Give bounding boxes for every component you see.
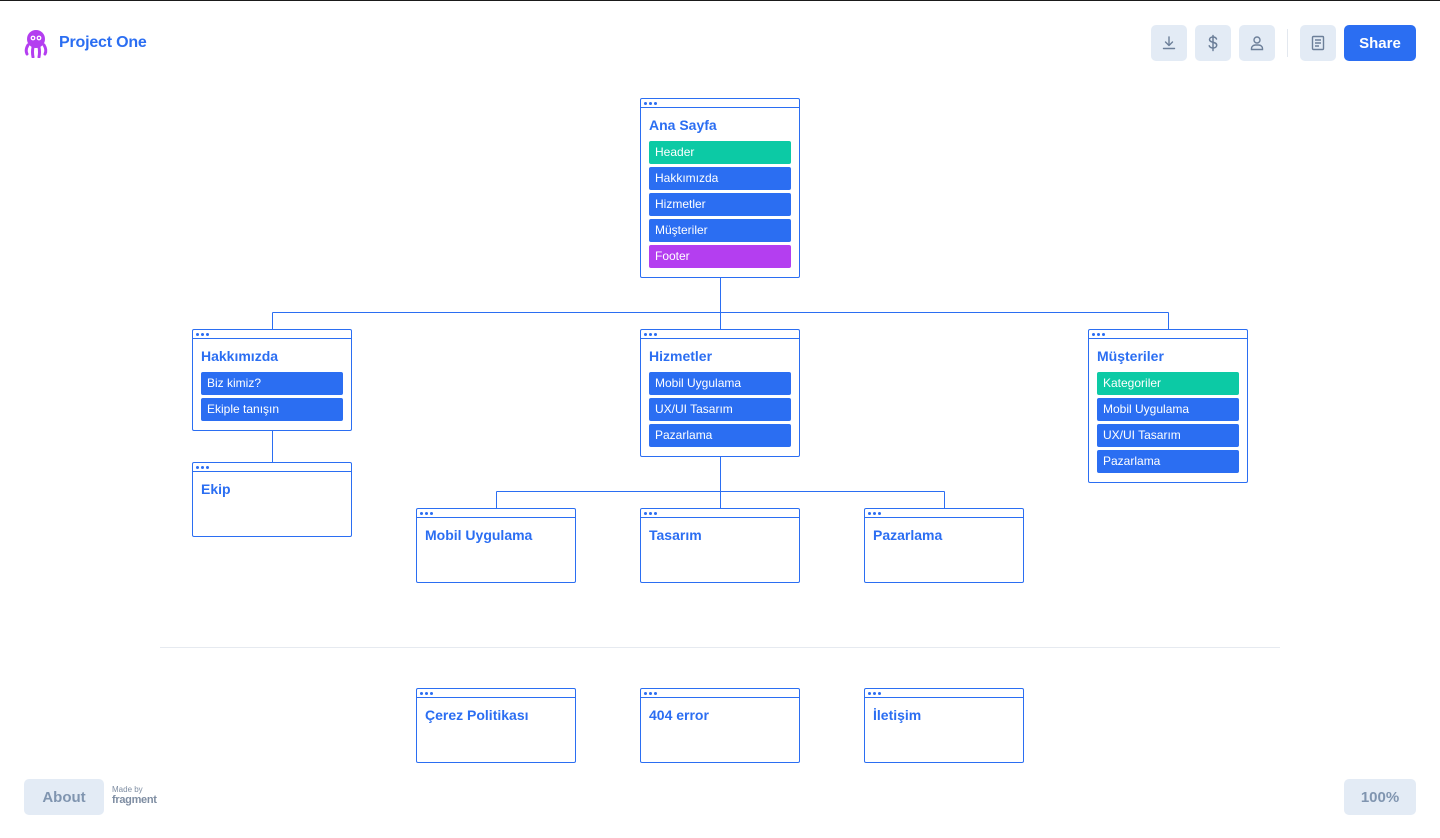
zoom-level-button[interactable]: 100% — [1344, 779, 1416, 815]
section-block-ux-ui-tasarim[interactable]: UX/UI Tasarım — [1097, 424, 1239, 447]
node-window-bar — [865, 689, 1023, 698]
node-window-bar — [641, 509, 799, 518]
section-block-hizmetler[interactable]: Hizmetler — [649, 193, 791, 216]
fragment-brand: fragment — [112, 794, 157, 806]
octopus-logo-icon — [24, 30, 48, 58]
node-title: Hizmetler — [649, 348, 713, 364]
page-node-cerez-politikasi[interactable]: Çerez Politikası — [416, 688, 576, 763]
section-block-pazarlama[interactable]: Pazarlama — [1097, 450, 1239, 473]
download-icon — [1162, 36, 1176, 50]
page-node-musteriler[interactable]: Müşteriler Kategoriler Mobil Uygulama UX… — [1088, 329, 1248, 483]
page-node-iletisim[interactable]: İletişim — [864, 688, 1024, 763]
node-window-bar — [641, 99, 799, 108]
page-node-mobil-uygulama[interactable]: Mobil Uygulama — [416, 508, 576, 583]
connector-root — [272, 276, 1169, 329]
toolbar-divider — [1287, 29, 1288, 57]
section-block-musteriler[interactable]: Müşteriler — [649, 219, 791, 242]
node-title: İletişim — [873, 707, 922, 723]
section-block-footer[interactable]: Footer — [649, 245, 791, 268]
share-button[interactable]: Share — [1344, 25, 1416, 61]
page-node-ekip[interactable]: Ekip — [192, 462, 352, 537]
node-title: Ekip — [201, 481, 231, 497]
pricing-button[interactable] — [1195, 25, 1231, 61]
page-node-ana-sayfa[interactable]: Ana Sayfa Header Hakkımızda Hizmetler Mü… — [640, 98, 800, 278]
node-window-bar — [641, 330, 799, 339]
section-block-mobil-uygulama[interactable]: Mobil Uygulama — [1097, 398, 1239, 421]
section-block-ux-ui-tasarim[interactable]: UX/UI Tasarım — [649, 398, 791, 421]
node-window-bar — [1089, 330, 1247, 339]
node-window-bar — [417, 509, 575, 518]
made-by-label: Made by — [112, 785, 143, 794]
section-block-biz-kimiz[interactable]: Biz kimiz? — [201, 372, 343, 395]
section-block-hakkimizda[interactable]: Hakkımızda — [649, 167, 791, 190]
page-node-hakkimizda[interactable]: Hakkımızda Biz kimiz? Ekiple tanışın — [192, 329, 352, 431]
made-by-fragment[interactable]: Made by fragment — [112, 786, 157, 806]
node-window-bar — [641, 689, 799, 698]
section-block-kategoriler[interactable]: Kategoriler — [1097, 372, 1239, 395]
dollar-icon — [1208, 34, 1218, 52]
page-node-404-error[interactable]: 404 error — [640, 688, 800, 763]
node-title: 404 error — [649, 707, 709, 723]
page-node-pazarlama[interactable]: Pazarlama — [864, 508, 1024, 583]
node-window-bar — [417, 689, 575, 698]
page-node-tasarim[interactable]: Tasarım — [640, 508, 800, 583]
node-window-bar — [193, 330, 351, 339]
project-title[interactable]: Project One — [59, 34, 147, 51]
top-toolbar: Share — [1151, 25, 1416, 61]
section-block-pazarlama[interactable]: Pazarlama — [649, 424, 791, 447]
connector-hizmetler — [496, 455, 945, 508]
section-block-ekiple-tanisin[interactable]: Ekiple tanışın — [201, 398, 343, 421]
page-node-hizmetler[interactable]: Hizmetler Mobil Uygulama UX/UI Tasarım P… — [640, 329, 800, 457]
section-block-header[interactable]: Header — [649, 141, 791, 164]
docs-button[interactable] — [1300, 25, 1336, 61]
book-icon — [1311, 35, 1325, 51]
node-title: Tasarım — [649, 527, 702, 543]
node-title: Çerez Politikası — [425, 707, 529, 723]
download-button[interactable] — [1151, 25, 1187, 61]
node-title: Pazarlama — [873, 527, 943, 543]
node-title: Mobil Uygulama — [425, 527, 533, 543]
project-logo[interactable]: Project One — [24, 28, 147, 58]
node-title: Ana Sayfa — [649, 117, 717, 133]
node-title: Müşteriler — [1097, 348, 1164, 364]
section-block-mobil-uygulama[interactable]: Mobil Uygulama — [649, 372, 791, 395]
node-window-bar — [193, 463, 351, 472]
user-icon — [1250, 36, 1264, 51]
node-window-bar — [865, 509, 1023, 518]
node-title: Hakkımızda — [201, 348, 279, 364]
section-divider — [160, 647, 1280, 648]
about-button[interactable]: About — [24, 779, 104, 815]
account-button[interactable] — [1239, 25, 1275, 61]
